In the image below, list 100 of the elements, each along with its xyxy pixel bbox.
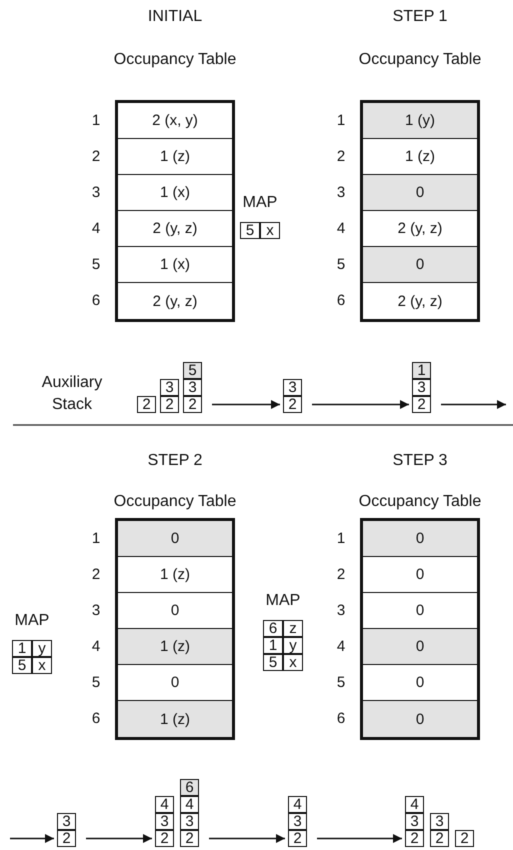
stack-value: 4: [160, 797, 169, 812]
stack-value: 2: [165, 397, 174, 412]
cell-value: 0: [416, 530, 424, 547]
arrow: [209, 834, 285, 843]
table-heading: Occupancy Table: [358, 51, 482, 69]
map-entry: [283, 620, 303, 637]
stack-value: 2: [410, 831, 419, 846]
row-number: 1: [90, 112, 102, 130]
map-value: x: [266, 223, 274, 238]
cell-value: 0: [170, 674, 180, 691]
stack-slot: [405, 830, 424, 847]
table-row: [363, 103, 477, 139]
cell-value: 0: [416, 566, 424, 583]
stack-value: 2: [62, 831, 71, 846]
map-heading: MAP: [242, 194, 278, 212]
row-number: 1: [90, 530, 102, 548]
table-row: [118, 701, 232, 737]
stack-value: 2: [293, 831, 302, 846]
map-entry: [240, 222, 260, 239]
cell-value: 2 (x, y): [152, 112, 198, 129]
table-row: [118, 629, 232, 665]
arrow: [212, 400, 280, 409]
map-value: x: [38, 658, 46, 673]
cell-value: 0: [416, 256, 424, 273]
row-number: 5: [90, 256, 102, 274]
stack-value: 2: [435, 831, 444, 846]
stack-value: 2: [288, 397, 297, 412]
table-row: [363, 701, 477, 737]
table-heading: Occupancy Table: [114, 493, 236, 511]
stack-value: 4: [185, 797, 194, 812]
map-entry: [12, 657, 32, 674]
row-number: 1: [336, 530, 346, 548]
cell-value: 1 (z): [405, 148, 435, 165]
map-heading: MAP: [266, 592, 300, 610]
stack-slot: [288, 813, 307, 830]
cell-value: 0: [416, 602, 424, 619]
cell-value: 0: [170, 602, 180, 619]
map-value: 6: [268, 621, 278, 636]
map-value: y: [289, 638, 297, 653]
stack-value: 2: [460, 831, 469, 846]
cell-value: 1 (z): [160, 710, 190, 728]
map-value: x: [289, 655, 297, 670]
stack-slot: [180, 796, 199, 813]
row-number: 4: [336, 220, 346, 238]
table-heading: Occupancy Table: [358, 493, 482, 511]
step-title: INITIAL: [146, 8, 204, 26]
stack-value: 3: [410, 814, 419, 829]
stack-slot: [288, 796, 307, 813]
stack-value: 3: [62, 814, 71, 829]
stack-value: 3: [165, 380, 174, 395]
map-value: 5: [246, 223, 254, 238]
row-number: 6: [336, 710, 346, 728]
row-number: 1: [336, 112, 346, 130]
step-title: Auxiliary Stack: [40, 373, 104, 415]
map-entry: [260, 222, 280, 239]
stack-slot: [430, 830, 449, 847]
cell-value: 0: [416, 638, 424, 655]
stack-value: 3: [435, 814, 444, 829]
cell-value: 1 (x): [160, 256, 190, 273]
stack-slot: [155, 813, 174, 830]
row-number: 6: [336, 292, 346, 310]
arrow: [10, 834, 54, 843]
stack-slot: [288, 830, 307, 847]
stack-value: 3: [288, 380, 297, 395]
row-number: 3: [90, 184, 102, 202]
row-number: 3: [90, 602, 102, 620]
stack-slot: [412, 362, 431, 379]
map-entry: [12, 640, 32, 657]
stack-slot: [430, 813, 449, 830]
map-entry: [263, 637, 283, 654]
stack-value: 1: [417, 363, 426, 378]
stack-slot: [57, 830, 76, 847]
arrow: [441, 400, 506, 409]
table-row: [363, 175, 477, 211]
map-heading: MAP: [14, 612, 50, 630]
map-entry: [283, 654, 303, 671]
stack-slot: [283, 396, 302, 413]
row-number: 4: [90, 220, 102, 238]
stack-slot: [283, 379, 302, 396]
stack-slot: [405, 796, 424, 813]
map-entry: [263, 654, 283, 671]
table-row: [363, 629, 477, 665]
stack-value: 5: [188, 363, 197, 378]
cell-value: 1 (y): [405, 112, 435, 129]
table-row: [363, 521, 477, 557]
step-title: STEP 3: [392, 452, 448, 470]
stack-value: 6: [185, 780, 194, 795]
stack-value: 2: [185, 831, 194, 846]
map-entry: [263, 620, 283, 637]
map-entry: [283, 637, 303, 654]
stack-slot: [183, 362, 202, 379]
stack-value: 4: [293, 797, 302, 812]
row-number: 2: [336, 148, 346, 166]
row-number: 4: [336, 638, 346, 656]
row-number: 5: [336, 674, 346, 692]
map-value: 5: [268, 655, 278, 670]
row-number: 5: [90, 674, 102, 692]
cell-value: 0: [416, 184, 424, 201]
cell-value: 1 (z): [160, 148, 190, 165]
cell-value: 1 (z): [160, 566, 190, 583]
